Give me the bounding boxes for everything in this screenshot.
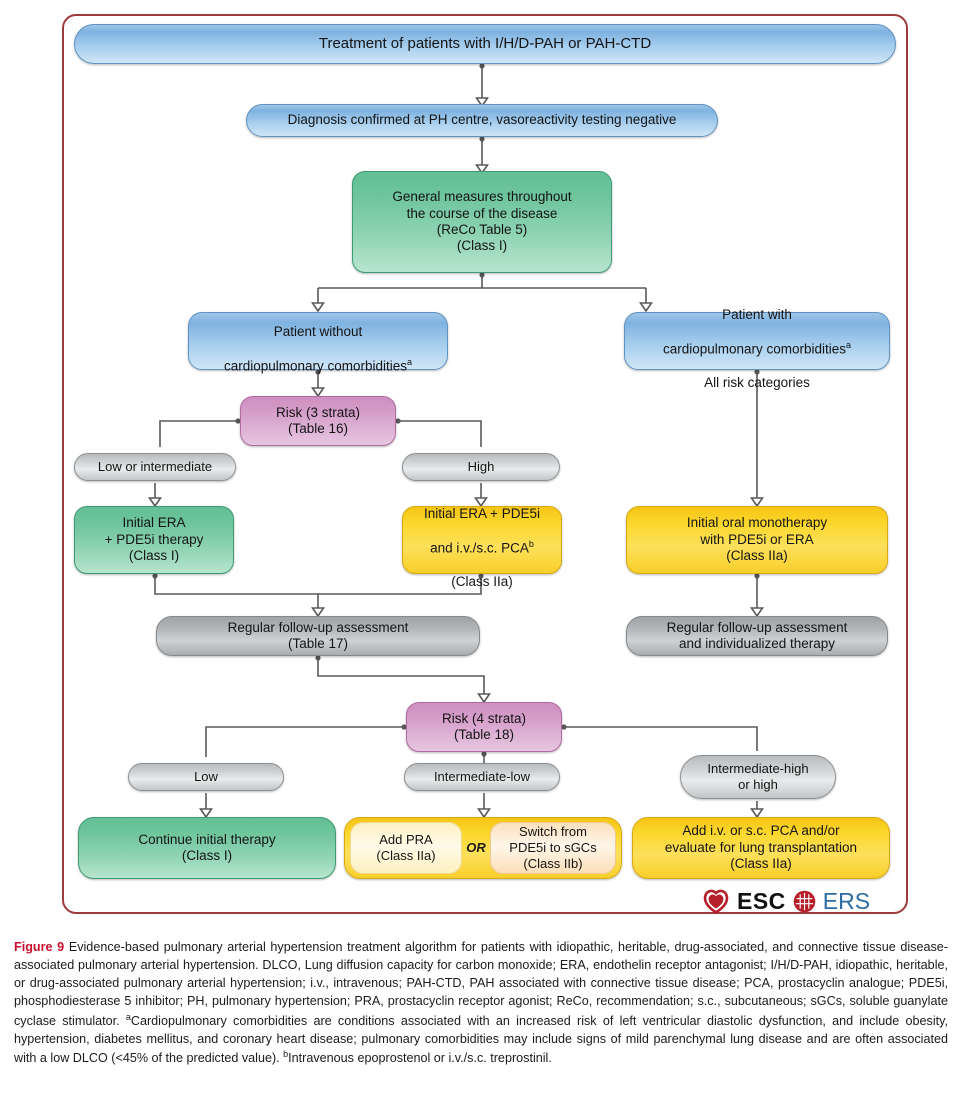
patient-without-line2: cardiopulmonary comorbidities	[223, 358, 408, 374]
node-continue-initial-therapy: Continue initial therapy (Class I)	[78, 817, 336, 879]
ers-label: ERS	[822, 887, 871, 914]
footnote-marker-a: a	[846, 340, 852, 351]
caption-footnote-marker-a: a	[125, 1011, 131, 1022]
node-high: High	[402, 453, 560, 481]
patient-with-line1: Patient with	[722, 307, 792, 323]
esc-heart-icon	[703, 889, 729, 914]
patient-with-line3: All risk categories	[704, 374, 810, 390]
caption-label: Figure 9	[14, 940, 65, 954]
figure-caption: Figure 9 Evidence-based pulmonary arteri…	[14, 938, 948, 1067]
initial-era-pca-line2: and i.v./s.c. PCA	[430, 540, 529, 556]
node-patient-with-comorbidities: Patient with cardiopulmonary comorbiditi…	[624, 307, 890, 390]
caption-footnote-b: Intravenous epoprostenol or i.v./s.c. tr…	[288, 1051, 552, 1066]
node-title: Treatment of patients with I/H/D-PAH or …	[74, 24, 896, 64]
node-add-pra: Add PRA (Class IIa)	[350, 822, 462, 874]
initial-era-pca-line3: (Class IIa)	[451, 573, 513, 589]
node-intermediate-low: Intermediate-low	[404, 763, 560, 791]
node-risk-3-strata: Risk (3 strata) (Table 16)	[240, 396, 396, 446]
node-initial-oral-monotherapy: Initial oral monotherapy with PDE5i or E…	[626, 506, 888, 574]
patient-with-line2: cardiopulmonary comorbidities	[662, 341, 847, 357]
ers-lung-icon	[793, 890, 816, 912]
patient-without-line1: Patient without	[273, 323, 363, 339]
flowchart-canvas: Treatment of patients with I/H/D-PAH or …	[74, 24, 896, 918]
caption-footnote-marker-b: b	[283, 1048, 289, 1059]
footnote-marker-b: b	[528, 539, 534, 550]
node-regular-followup-table17: Regular follow-up assessment (Table 17)	[156, 616, 480, 656]
node-initial-era-pde5i: Initial ERA + PDE5i therapy (Class I)	[74, 506, 234, 574]
node-add-pca-or-transplant: Add i.v. or s.c. PCA and/or evaluate for…	[632, 817, 890, 879]
node-risk-4-strata: Risk (4 strata) (Table 18)	[406, 702, 562, 752]
node-low-or-intermediate: Low or intermediate	[74, 453, 236, 481]
or-label: OR	[466, 840, 486, 856]
node-patient-without-comorbidities: Patient without cardiopulmonary comorbid…	[188, 312, 448, 374]
society-logos: ESC ERS	[702, 884, 870, 918]
node-low: Low	[128, 763, 284, 791]
node-regular-followup-individualized: Regular follow-up assessment and individ…	[626, 616, 888, 656]
footnote-marker-a: a	[407, 356, 413, 367]
caption-body: Evidence-based pulmonary arterial hypert…	[14, 940, 948, 1028]
node-diagnosis-confirmed: Diagnosis confirmed at PH centre, vasore…	[246, 104, 718, 137]
node-or-combination: Add PRA (Class IIa) OR Switch from PDE5i…	[344, 817, 622, 879]
node-general-measures: General measures throughout the course o…	[352, 171, 612, 273]
initial-era-pca-line1: Initial ERA + PDE5i	[424, 506, 540, 522]
caption-footnote-a: Cardiopulmonary comorbidities are condit…	[14, 1013, 948, 1066]
node-switch-pde5i-to-sgcs: Switch from PDE5i to sGCs (Class IIb)	[490, 822, 616, 874]
node-intermediate-high-or-high: Intermediate-high or high	[680, 755, 836, 799]
esc-label: ESC	[737, 887, 786, 914]
node-initial-era-pde5i-pca: Initial ERA + PDE5i and i.v./s.c. PCAb (…	[402, 506, 562, 589]
